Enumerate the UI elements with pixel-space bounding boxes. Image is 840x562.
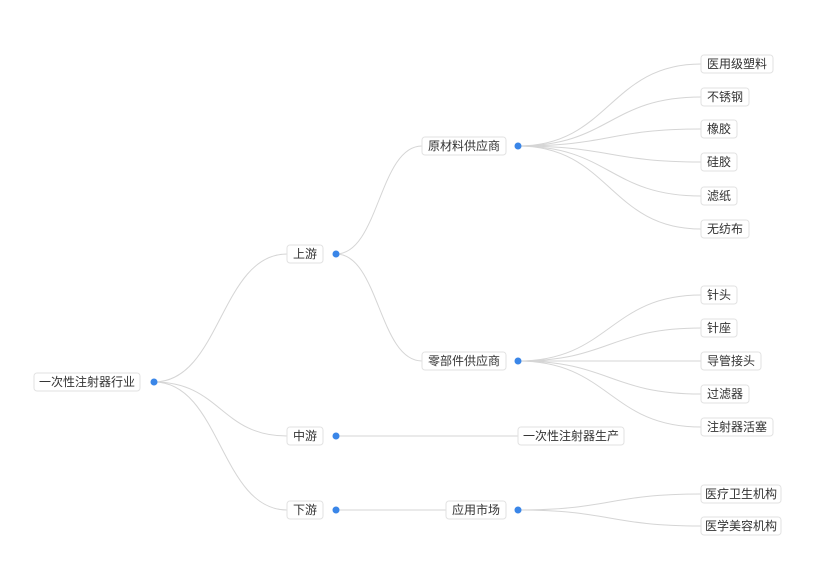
- leaf-medical-institutions-label: 医疗卫生机构: [705, 486, 777, 501]
- edge-comp-filter: [517, 360, 702, 395]
- leaf-filter-paper-label: 滤纸: [707, 189, 731, 203]
- node-midstream-label: 中游: [293, 428, 317, 443]
- node-application-market-dot[interactable]: [514, 506, 522, 514]
- leaf-needle-label: 针头: [707, 287, 731, 302]
- node-application-market[interactable]: 应用市场: [445, 500, 522, 520]
- node-syringe-production-label: 一次性注射器生产: [523, 428, 619, 443]
- leaf-silicone[interactable]: 硅胶: [700, 152, 738, 172]
- leaf-aesthetic-institutions[interactable]: 医学美容机构: [700, 516, 782, 536]
- leaf-syringe-plunger[interactable]: 注射器活塞: [700, 417, 774, 437]
- node-midstream-dot[interactable]: [332, 432, 340, 440]
- node-upstream-dot[interactable]: [332, 250, 340, 258]
- node-raw-material-supplier-label: 原材料供应商: [428, 138, 500, 153]
- edge-root-downstream: [153, 381, 288, 511]
- node-component-supplier-dot[interactable]: [514, 357, 522, 365]
- node-downstream[interactable]: 下游: [286, 500, 340, 520]
- edge-raw-filterpaper: [517, 145, 702, 197]
- edge-comp-plunger: [517, 360, 702, 428]
- tree-edges: [153, 63, 702, 527]
- leaf-medical-plastic-label: 医用级塑料: [707, 56, 767, 71]
- leaf-filter-label: 过滤器: [707, 387, 743, 401]
- leaf-catheter-connector[interactable]: 导管接头: [700, 351, 762, 371]
- edge-upstream-raw: [335, 145, 423, 255]
- leaf-filter-paper[interactable]: 滤纸: [700, 186, 738, 206]
- node-component-supplier-label: 零部件供应商: [428, 353, 500, 368]
- edge-root-midstream: [153, 381, 288, 437]
- node-downstream-dot[interactable]: [332, 506, 340, 514]
- edge-raw-silicone: [517, 145, 702, 163]
- leaf-stainless-steel[interactable]: 不锈钢: [700, 87, 750, 107]
- leaf-needle[interactable]: 针头: [700, 285, 738, 305]
- edge-market-aesthetic: [517, 509, 702, 527]
- edge-upstream-component: [335, 253, 423, 362]
- leaf-needle-hub-label: 针座: [707, 320, 731, 335]
- edge-comp-needle: [517, 294, 702, 362]
- node-syringe-production[interactable]: 一次性注射器生产: [517, 426, 625, 446]
- node-root-label: 一次性注射器行业: [39, 374, 135, 389]
- node-application-market-label: 应用市场: [452, 502, 500, 517]
- node-root[interactable]: 一次性注射器行业: [33, 372, 158, 392]
- edge-raw-plastic: [517, 63, 702, 147]
- leaf-rubber[interactable]: 橡胶: [700, 119, 738, 139]
- edge-raw-rubber: [517, 128, 702, 147]
- node-raw-material-supplier-dot[interactable]: [514, 142, 522, 150]
- leaf-nonwoven-label: 无纺布: [707, 222, 743, 236]
- node-raw-material-supplier[interactable]: 原材料供应商: [421, 136, 522, 156]
- node-downstream-label: 下游: [293, 503, 317, 517]
- leaf-stainless-steel-label: 不锈钢: [707, 90, 743, 104]
- leaf-aesthetic-institutions-label: 医学美容机构: [705, 518, 777, 533]
- edge-root-upstream: [153, 253, 288, 383]
- leaf-rubber-label: 橡胶: [707, 121, 731, 136]
- leaf-filter[interactable]: 过滤器: [700, 384, 750, 404]
- node-component-supplier[interactable]: 零部件供应商: [421, 351, 522, 371]
- edge-raw-nonwoven: [517, 145, 702, 230]
- leaf-catheter-connector-label: 导管接头: [707, 353, 755, 368]
- edge-raw-steel: [517, 96, 702, 147]
- leaf-silicone-label: 硅胶: [707, 154, 731, 169]
- leaf-syringe-plunger-label: 注射器活塞: [707, 419, 767, 434]
- node-root-dot[interactable]: [150, 378, 158, 386]
- leaf-medical-institutions[interactable]: 医疗卫生机构: [700, 484, 782, 504]
- node-upstream-label: 上游: [293, 247, 317, 261]
- leaf-nonwoven[interactable]: 无纺布: [700, 219, 750, 239]
- edge-market-medical: [517, 493, 702, 511]
- leaf-medical-plastic[interactable]: 医用级塑料: [700, 54, 774, 74]
- edge-comp-hub: [517, 327, 702, 362]
- node-midstream[interactable]: 中游: [286, 426, 340, 446]
- node-upstream[interactable]: 上游: [286, 244, 340, 264]
- leaf-needle-hub[interactable]: 针座: [700, 318, 738, 338]
